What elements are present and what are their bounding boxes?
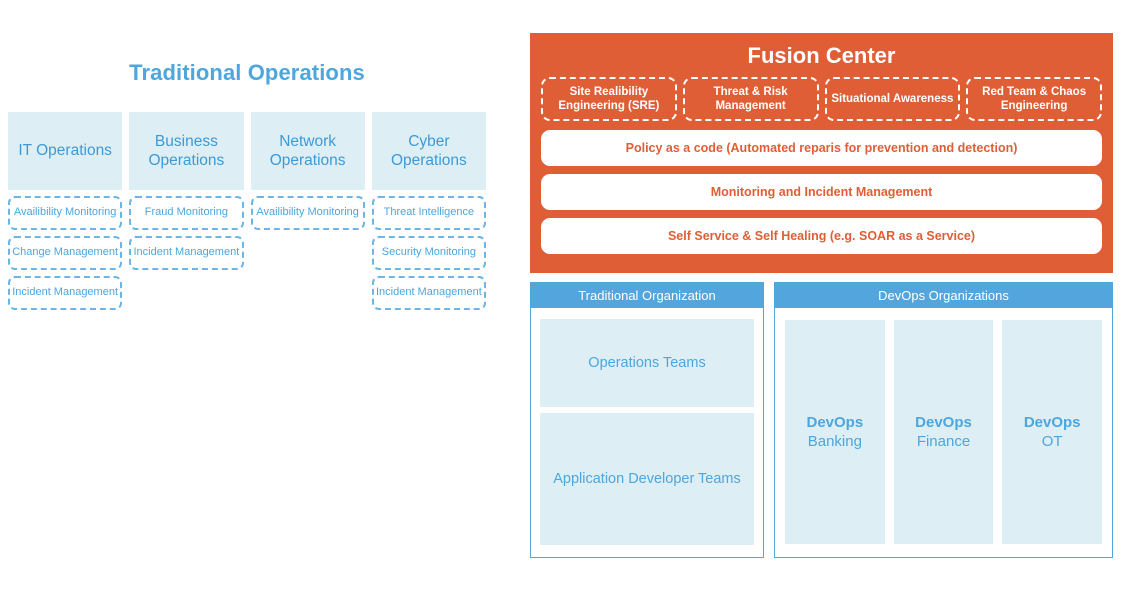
application-developer-teams-box[interactable]: Application Developer Teams <box>540 413 754 545</box>
devops-box-line2: Banking <box>807 433 862 450</box>
trad-ops-column-header: Network Operations <box>250 111 365 190</box>
devops-organizations-header: DevOps Organizations <box>775 283 1112 308</box>
trad-ops-column-header: IT Operations <box>8 111 123 190</box>
devops-ot-box[interactable]: DevOps OT <box>1002 320 1103 544</box>
operations-teams-box[interactable]: Operations Teams <box>540 319 754 407</box>
trad-ops-item[interactable]: Availibility Monitoring <box>250 195 365 230</box>
trad-ops-item[interactable]: Incident Management <box>129 235 244 270</box>
traditional-organization-panel: Traditional Organization Operations Team… <box>530 282 764 558</box>
devops-banking-box[interactable]: DevOps Banking <box>785 320 885 544</box>
traditional-operations-section: Traditional Operations IT Operations Ava… <box>8 45 486 310</box>
trad-ops-item[interactable]: Incident Management <box>8 275 123 310</box>
trad-ops-item[interactable]: Incident Management <box>371 275 486 310</box>
fusion-layer-policy-as-code[interactable]: Policy as a code (Automated reparis for … <box>541 130 1102 166</box>
fusion-pillar-situational-awareness[interactable]: Situational Awareness <box>824 77 961 121</box>
devops-box-line2: Finance <box>916 433 971 450</box>
traditional-operations-title: Traditional Operations <box>129 59 365 85</box>
devops-box-line1: DevOps <box>806 414 864 431</box>
fusion-center-pillars: Site Realibility Engineering (SRE) Threa… <box>541 77 1102 121</box>
devops-box-line1: DevOps <box>915 414 972 431</box>
traditional-organization-body: Operations Teams Application Developer T… <box>531 308 763 557</box>
trad-ops-column-it: IT Operations Availibility Monitoring Ch… <box>8 111 123 310</box>
fusion-center-title: Fusion Center <box>747 43 896 68</box>
fusion-pillar-red-team-chaos[interactable]: Red Team & Chaos Engineering <box>966 77 1102 121</box>
devops-box-line1: DevOps <box>1023 414 1081 431</box>
fusion-layer-monitoring-incident[interactable]: Monitoring and Incident Management <box>541 174 1102 210</box>
fusion-center-layers: Policy as a code (Automated reparis for … <box>541 130 1102 254</box>
devops-organizations-body: DevOps Banking DevOps Finance DevOps OT <box>775 308 1112 557</box>
traditional-operations-columns: IT Operations Availibility Monitoring Ch… <box>8 111 486 310</box>
fusion-center-panel: Fusion Center Site Realibility Engineeri… <box>530 33 1113 273</box>
trad-ops-item[interactable]: Change Management <box>8 235 123 270</box>
trad-ops-column-business: Business Operations Fraud Monitoring Inc… <box>129 111 244 310</box>
trad-ops-item[interactable]: Fraud Monitoring <box>129 195 244 230</box>
trad-ops-column-network: Network Operations Availibility Monitori… <box>250 111 365 310</box>
traditional-organization-header: Traditional Organization <box>531 283 763 308</box>
trad-ops-item[interactable]: Threat Intelligence <box>371 195 486 230</box>
trad-ops-column-cyber: Cyber Operations Threat Intelligence Sec… <box>371 111 486 310</box>
trad-ops-item[interactable]: Security Monitoring <box>371 235 486 270</box>
fusion-layer-self-service-healing[interactable]: Self Service & Self Healing (e.g. SOAR a… <box>541 218 1102 254</box>
devops-finance-box[interactable]: DevOps Finance <box>893 320 994 544</box>
fusion-pillar-threat-risk[interactable]: Threat & Risk Management <box>682 77 819 121</box>
trad-ops-item[interactable]: Availibility Monitoring <box>8 195 123 230</box>
trad-ops-column-header: Cyber Operations <box>371 111 486 190</box>
fusion-pillar-sre[interactable]: Site Realibility Engineering (SRE) <box>541 77 677 121</box>
trad-ops-column-header: Business Operations <box>129 111 244 190</box>
devops-box-line2: OT <box>1041 433 1063 450</box>
devops-organizations-panel: DevOps Organizations DevOps Banking DevO… <box>774 282 1113 558</box>
